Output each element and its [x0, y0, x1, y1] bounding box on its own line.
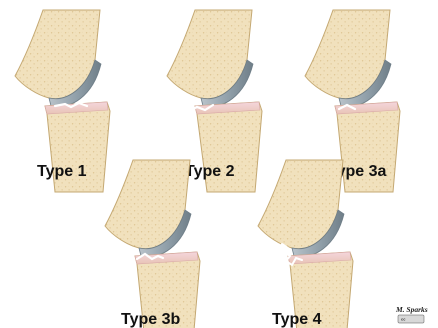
label-type-4: Type 4 — [272, 311, 322, 328]
author-signature: M. Sparks — [395, 305, 428, 314]
panel-type-4 — [258, 160, 353, 328]
license-text: cc — [401, 317, 406, 322]
label-type-3b: Type 3b — [121, 311, 181, 328]
author-credit: M. Sparks cc — [395, 305, 428, 323]
panel-type-3b — [105, 160, 200, 328]
label-type-2: Type 2 — [185, 163, 235, 180]
label-type-1: Type 1 — [37, 163, 87, 180]
